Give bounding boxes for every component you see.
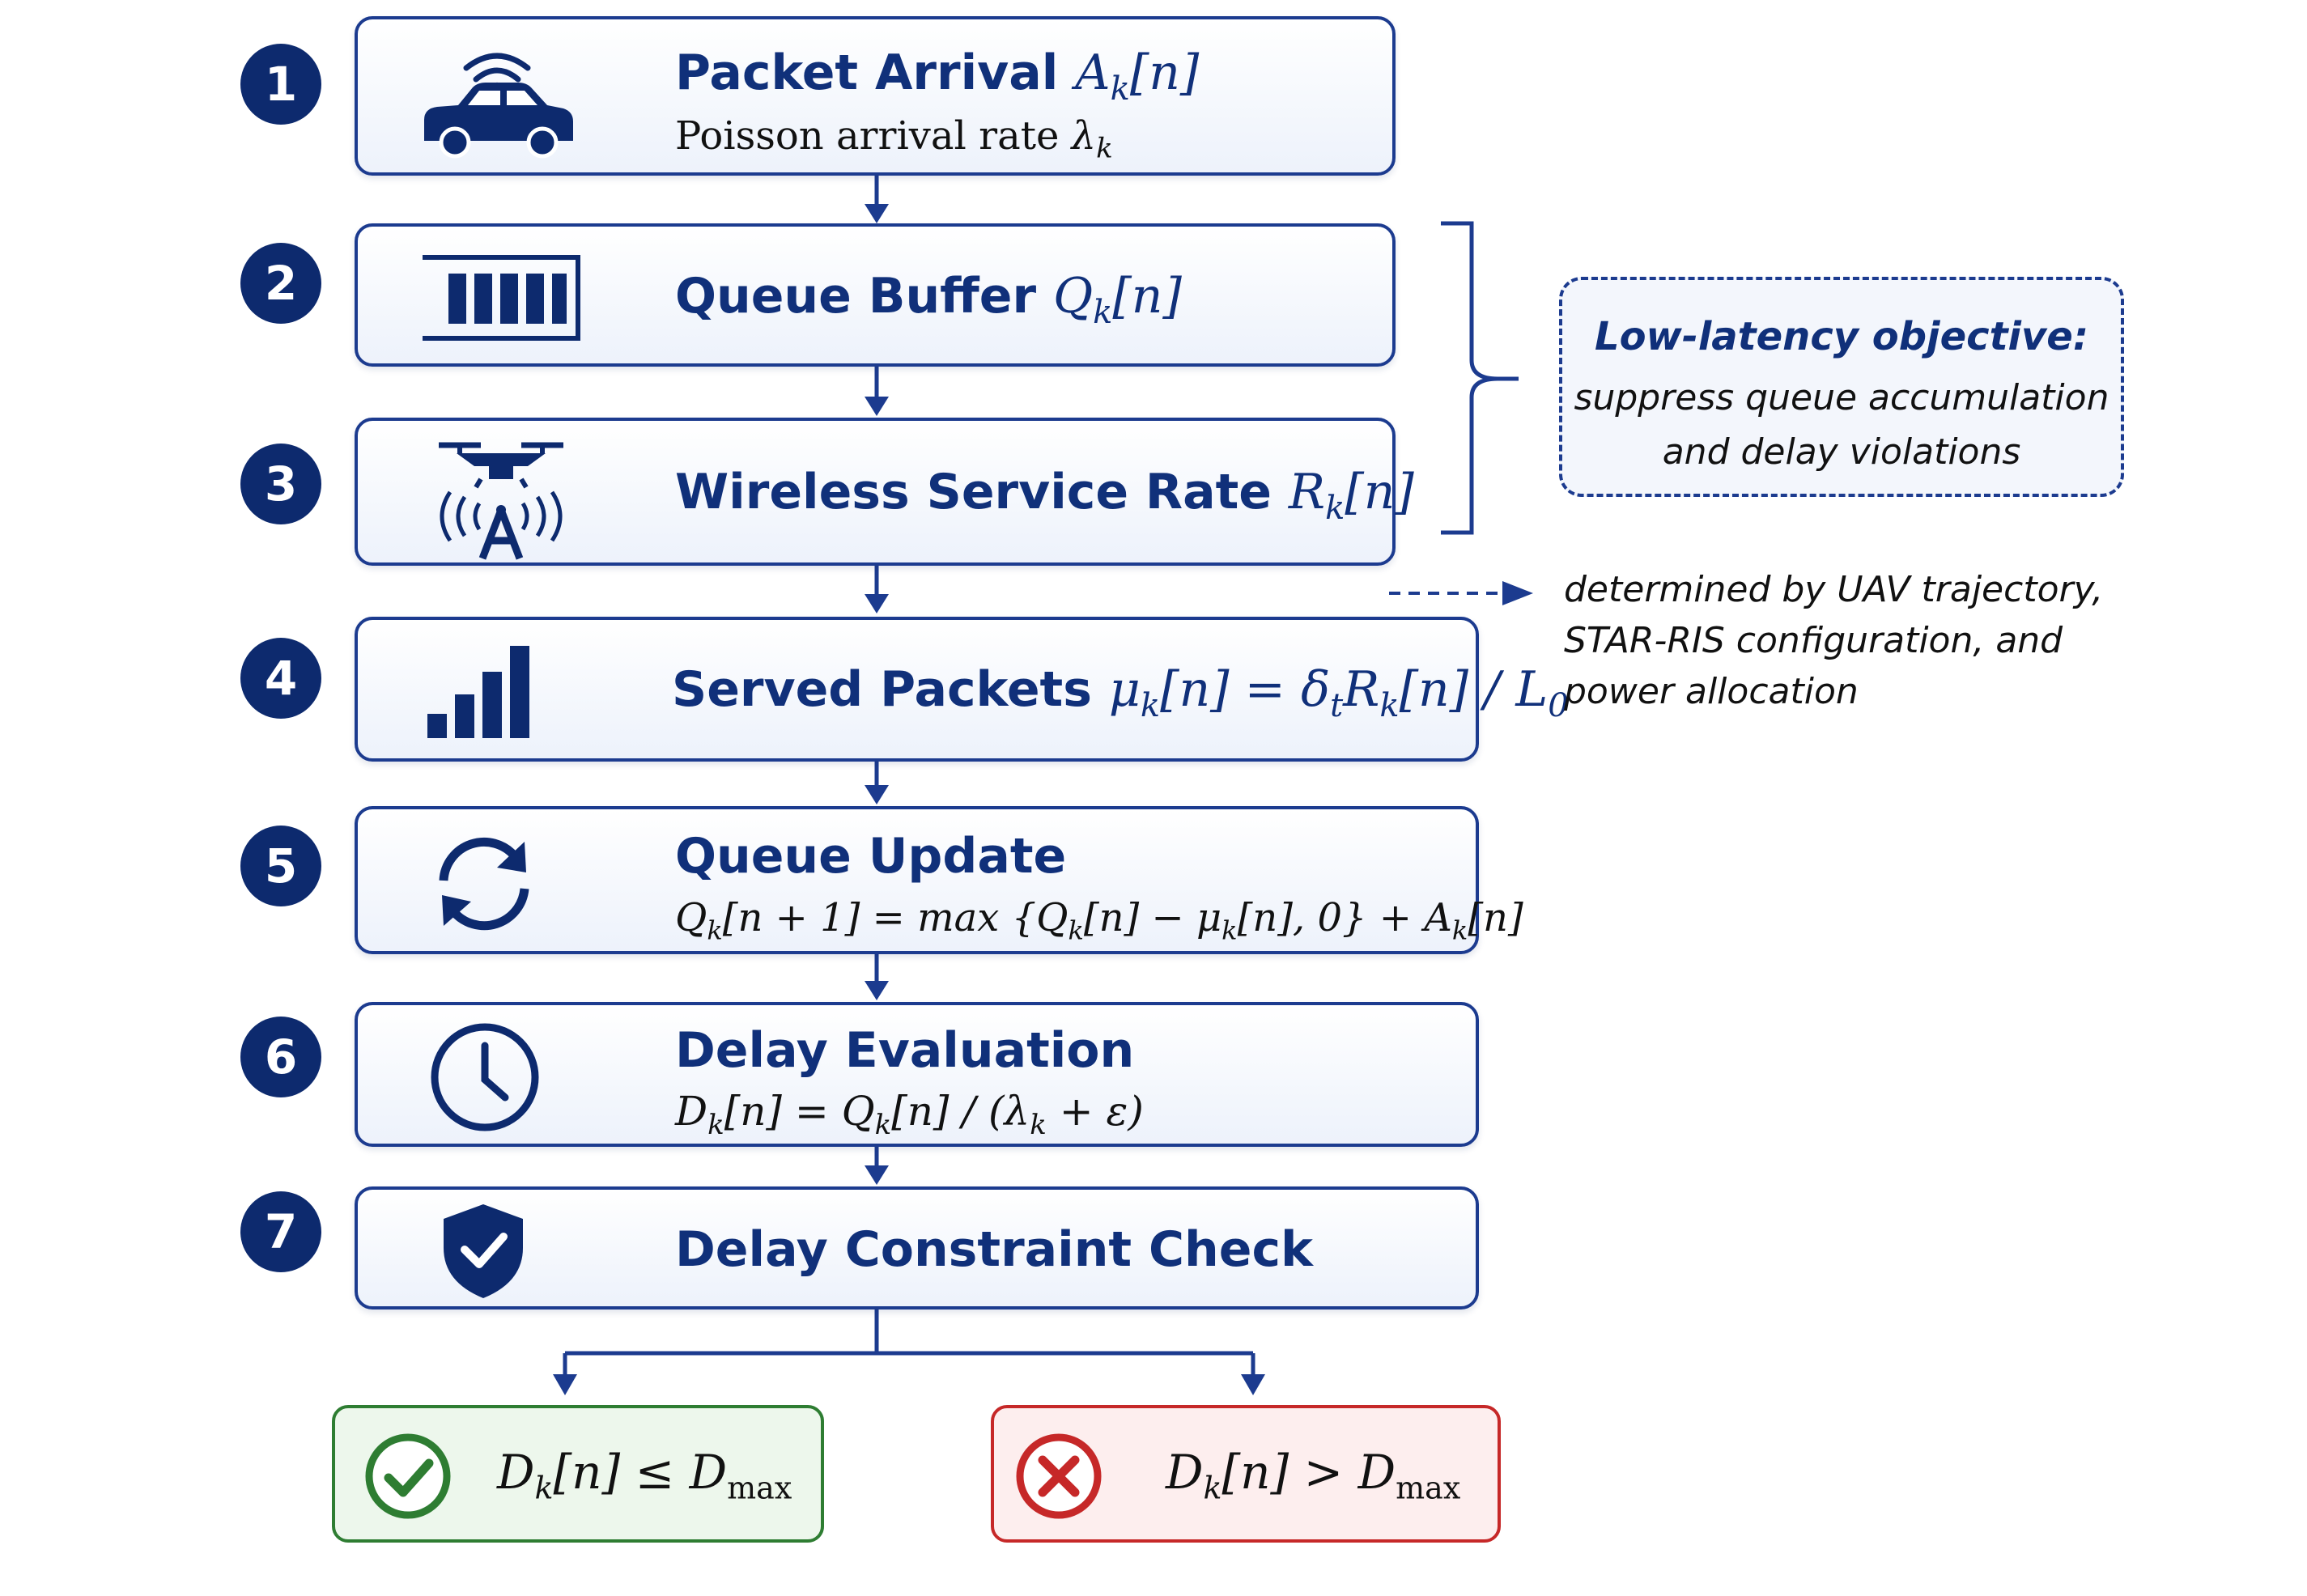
step-4-badge: 4 [240,638,321,719]
objective-line-2: and delay violations [1662,431,2021,473]
step-5-box: Queue Update Qk[n + 1] = max {Qk[n] − μk… [355,806,1523,954]
step-6-box: Delay Evaluation Dk[n] = Qk[n] / (λk + ε… [355,1002,1479,1147]
x-circle-icon [1016,1433,1102,1519]
step-5-badge: 5 [240,826,321,906]
step-5-title: Queue Update [675,828,1067,885]
step-7-badge: 7 [240,1191,321,1272]
objective-text: suppress queue accumulation and delay vi… [1562,371,2121,479]
refresh-cycle-icon [439,837,529,931]
factors-note: determined by UAV trajectory, STAR-RIS c… [1564,564,2103,717]
step-6-formula: Dk[n] = Qk[n] / (λk + ε) [675,1088,1144,1141]
outcome-fail: Dk[n] > Dmax [991,1405,1501,1543]
step-3-box: Wireless Service Rate Rk[n] [355,418,1414,566]
objective-line-1: suppress queue accumulation [1574,377,2109,418]
step-1-box: Packet Arrival Ak[n] Poisson arrival rat… [355,16,1396,176]
factors-line-1: determined by UAV trajectory, [1564,569,2104,610]
step-4-box: Served Packets μk[n] = δtRk[n] / L0 [355,617,1569,762]
step-6-badge: 6 [240,1017,321,1097]
step-1-subtitle: Poisson arrival rate λk [675,113,1113,165]
step-6-title: Delay Evaluation [675,1022,1135,1079]
outcome-pass-condition: Dk[n] ≤ Dmax [497,1445,792,1506]
step-2-badge: 2 [240,243,321,324]
step-1-title: Packet Arrival Ak[n] [675,45,1200,108]
group-brace [1441,221,1519,535]
step-7-title: Delay Constraint Check [675,1221,1313,1278]
objective-title: Low-latency objective: [1594,314,2089,359]
step-3-badge: 3 [240,444,321,524]
clock-icon [431,1023,539,1131]
queue-buffer-icon [423,255,580,341]
step-2-title: Queue Buffer Qk[n] [675,268,1182,331]
step-3-title: Wireless Service Rate Rk[n] [675,464,1414,527]
car-wifi-icon [424,53,573,159]
step-2-box: Queue Buffer Qk[n] [355,223,1396,367]
step-7-box: Delay Constraint Check [355,1186,1479,1309]
objective-callout: Low-latency objective: suppress queue ac… [1559,277,2124,497]
step-connectors [553,175,1265,1395]
dashed-arrowhead [1502,581,1533,605]
factors-line-3: power allocation [1564,671,1859,712]
step-5-formula: Qk[n + 1] = max {Qk[n] − μk[n], 0} + Ak[… [675,895,1523,946]
check-circle-icon [365,1433,451,1519]
signal-bars-icon [427,646,529,738]
outcome-pass: Dk[n] ≤ Dmax [332,1405,824,1543]
factors-line-2: STAR-RIS configuration, and [1564,620,2063,661]
step-4-title: Served Packets μk[n] = δtRk[n] / L0 [672,661,1569,724]
outcome-fail-condition: Dk[n] > Dmax [1166,1445,1461,1506]
shield-check-icon [444,1204,523,1298]
outcome-branch [563,1309,1255,1386]
step-1-badge: 1 [240,44,321,125]
drone-antenna-icon [439,442,563,560]
